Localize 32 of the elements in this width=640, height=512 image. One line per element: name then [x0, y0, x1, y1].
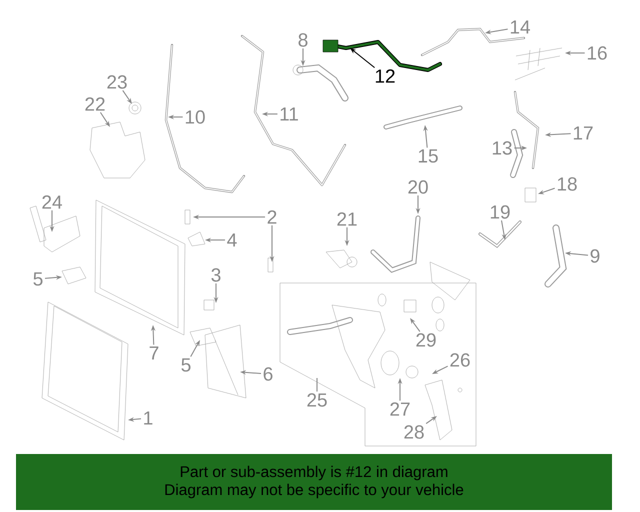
callout-number: 20 [408, 180, 428, 194]
callout-number: 18 [558, 177, 577, 191]
callout-number: 9 [590, 249, 600, 263]
leader-line [316, 378, 318, 392]
callout-number: 5 [33, 272, 42, 286]
callout-number: 5 [181, 358, 190, 372]
callout-number: 3 [211, 268, 220, 282]
callout-number: 15 [418, 149, 438, 163]
callout-number: 8 [298, 33, 308, 47]
callout-number: 16 [588, 46, 607, 60]
callout-number: 22 [85, 97, 105, 111]
callout-number: 17 [574, 126, 593, 140]
callout-number: 21 [337, 212, 357, 226]
callout-number: 6 [264, 367, 272, 381]
callout-number: 13 [492, 141, 512, 155]
callout-number: 11 [280, 107, 298, 121]
callout-number: 19 [490, 205, 510, 219]
notice-banner: Part or sub-assembly is #12 in diagram Diagram may not be specific to your vehicle [16, 454, 612, 510]
callout-number: 2 [268, 210, 276, 224]
callout-number: 4 [227, 233, 237, 247]
callout-number: 12 [376, 69, 395, 83]
callout-number: 1 [144, 411, 152, 425]
callout-number: 7 [150, 346, 158, 360]
callout-number: 14 [510, 20, 530, 34]
callout-number: 10 [186, 110, 205, 124]
callout-number: 25 [307, 393, 327, 407]
callout-number: 27 [390, 402, 410, 416]
callout-number: 26 [450, 353, 470, 367]
callout-number: 24 [42, 195, 62, 209]
callout-number: 29 [416, 333, 436, 347]
callout-number: 23 [107, 75, 127, 89]
callout-number: 28 [404, 425, 424, 439]
